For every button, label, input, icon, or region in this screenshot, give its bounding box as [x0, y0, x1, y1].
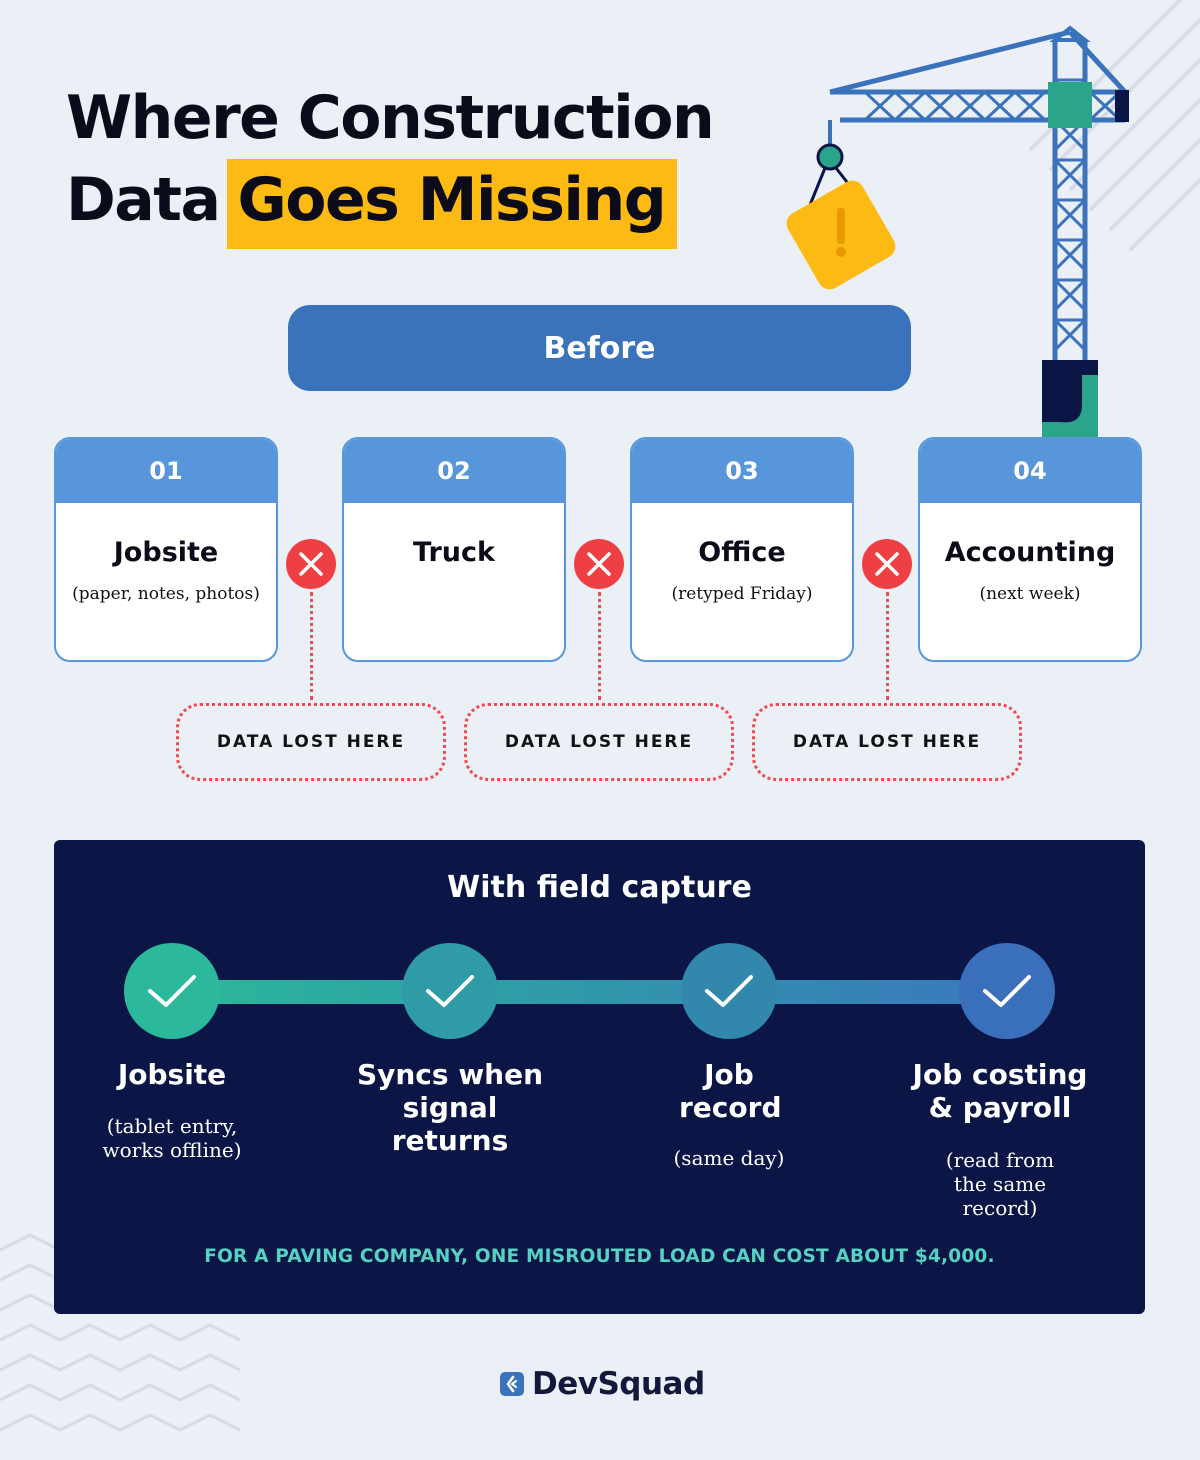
- data-lost-box: DATA LOST HERE: [464, 703, 734, 781]
- before-label: Before: [543, 330, 656, 366]
- page-title-plain: Data: [66, 165, 221, 235]
- before-step-card: 01 Jobsite (paper, notes, photos): [54, 437, 278, 662]
- step-name: Office: [698, 537, 786, 568]
- warning-sign-icon: [786, 180, 896, 290]
- step-number: 04: [920, 439, 1140, 503]
- after-step-note: (read from the same record): [945, 1148, 1055, 1220]
- devsquad-logo-icon: [500, 1372, 524, 1396]
- data-lost-box: DATA LOST HERE: [752, 703, 1022, 781]
- check-icon: [959, 943, 1055, 1039]
- panel-title: With field capture: [447, 870, 752, 905]
- data-lost-label: DATA LOST HERE: [792, 732, 982, 752]
- after-step-name: Syncs when signal returns: [356, 1058, 544, 1157]
- step-name: Truck: [413, 537, 495, 568]
- step-number: 01: [56, 439, 276, 503]
- dotted-connector: [310, 592, 313, 700]
- check-icon: [681, 943, 777, 1039]
- check-icon: [124, 943, 220, 1039]
- data-lost-label: DATA LOST HERE: [504, 732, 694, 752]
- step-note: (next week): [979, 584, 1081, 604]
- data-lost-box: DATA LOST HERE: [176, 703, 446, 781]
- step-number: 02: [344, 439, 564, 503]
- dotted-connector: [598, 592, 601, 700]
- x-mark-icon: [862, 539, 912, 589]
- x-mark-icon: [574, 539, 624, 589]
- data-lost-label: DATA LOST HERE: [216, 732, 406, 752]
- step-name: Accounting: [944, 537, 1116, 568]
- step-note: (paper, notes, photos): [72, 584, 260, 604]
- brand: DevSquad: [500, 1366, 705, 1402]
- before-step-card: 04 Accounting (next week): [918, 437, 1142, 662]
- after-step-name: Jobsite: [117, 1058, 227, 1091]
- field-capture-panel: With field capture Jobsite (tablet entry…: [54, 840, 1145, 1314]
- after-step-note: (tablet entry, works offline): [102, 1114, 242, 1162]
- before-pill: Before: [288, 305, 911, 391]
- step-number: 03: [632, 439, 852, 503]
- dotted-connector: [886, 592, 889, 700]
- check-icon: [402, 943, 498, 1039]
- flow-connector: [172, 980, 1012, 1004]
- crane-icon: [786, 25, 1129, 440]
- x-mark-icon: [286, 539, 336, 589]
- step-note: (retyped Friday): [671, 584, 813, 604]
- step-name: Jobsite: [113, 537, 219, 568]
- after-step-note: (same day): [673, 1146, 785, 1170]
- before-step-card: 02 Truck: [342, 437, 566, 662]
- page-title-highlight: Goes Missing: [227, 159, 678, 249]
- footnote: FOR A PAVING COMPANY, ONE MISROUTED LOAD…: [204, 1246, 995, 1267]
- brand-name: DevSquad: [532, 1366, 705, 1402]
- before-step-card: 03 Office (retyped Friday): [630, 437, 854, 662]
- after-step-name: Job costing & payroll: [912, 1058, 1088, 1124]
- after-step-name: Job record: [679, 1058, 782, 1124]
- page-title-line-1: Where Construction: [66, 83, 715, 153]
